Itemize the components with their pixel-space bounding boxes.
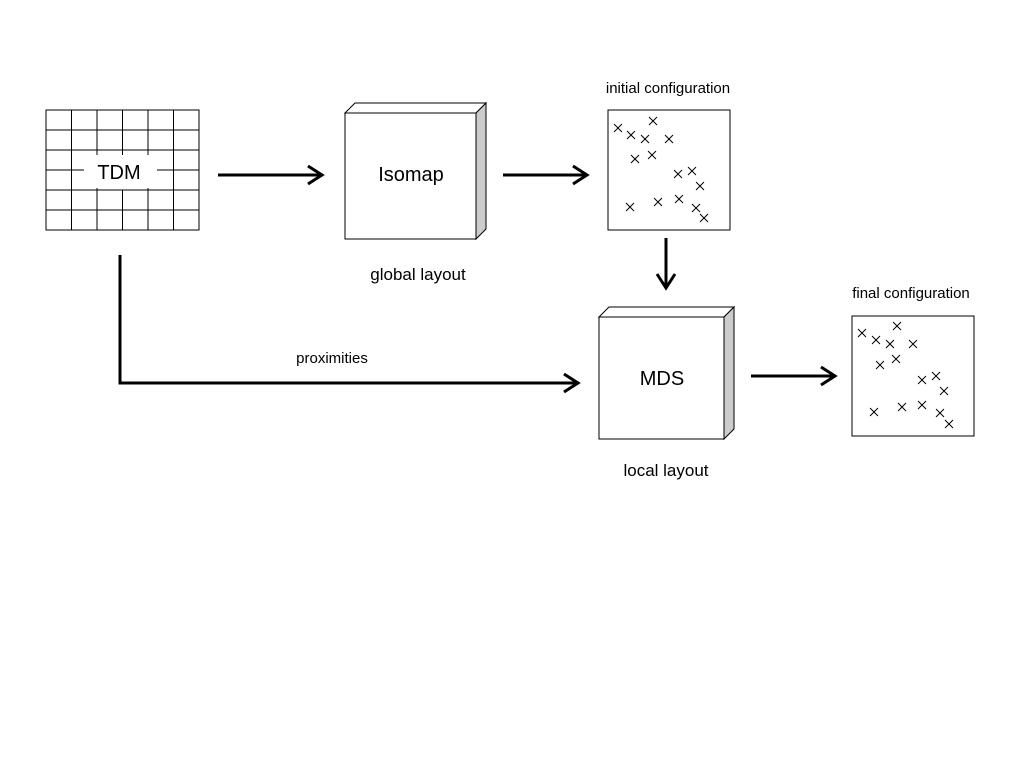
initial-configuration-point-marker	[687, 166, 697, 176]
final-configuration-point-marker	[931, 371, 941, 381]
final-configuration-border	[851, 315, 975, 437]
tdm-label: TDM	[97, 162, 140, 184]
initial-configuration-points	[613, 116, 709, 223]
final-configuration-point-marker	[935, 408, 945, 418]
final-configuration-point-marker	[875, 360, 885, 370]
final-configuration-point-marker	[939, 386, 949, 396]
initial-configuration-point-marker	[626, 130, 636, 140]
final-configuration-label: final configuration	[852, 285, 970, 302]
isomap-box: Isomap	[343, 101, 488, 241]
initial-configuration-point-marker	[648, 116, 658, 126]
tdm-label-backdrop	[86, 155, 154, 188]
final-configuration-point-marker	[857, 328, 867, 338]
final-configuration-panel	[851, 315, 975, 437]
initial-configuration-point-marker	[674, 194, 684, 204]
final-configuration-point-marker	[897, 402, 907, 412]
initial-configuration-border	[607, 109, 731, 231]
initial-configuration-panel	[607, 109, 731, 231]
initial-configuration-point-marker	[664, 134, 674, 144]
arrow-mds-to-final-configuration	[751, 365, 838, 387]
initial-configuration-point-marker	[613, 123, 623, 133]
arrow-isomap-to-initial-configuration	[503, 164, 590, 186]
final-configuration-point-marker	[917, 400, 927, 410]
final-configuration-point-marker	[892, 321, 902, 331]
final-configuration-points	[857, 321, 954, 429]
initial-configuration-point-marker	[653, 197, 663, 207]
final-configuration-point-marker	[871, 335, 881, 345]
final-configuration-point-marker	[891, 354, 901, 364]
initial-configuration-point-marker	[695, 181, 705, 191]
mds-box-top	[597, 306, 736, 318]
mds-label: MDS	[640, 368, 684, 390]
initial-configuration-label: initial configuration	[606, 80, 730, 97]
final-configuration-point-marker	[869, 407, 879, 417]
initial-configuration-point-marker	[630, 154, 640, 164]
arrow-initial-configuration-to-mds	[655, 238, 677, 291]
global-layout-label: global layout	[370, 265, 466, 284]
initial-configuration-point-marker	[625, 202, 635, 212]
tdm-grid-lines	[46, 110, 199, 230]
final-configuration-point-marker	[885, 339, 895, 349]
tdm-matrix: TDM	[45, 109, 200, 231]
final-configuration-point-marker	[944, 419, 954, 429]
initial-configuration-point-marker	[673, 169, 683, 179]
proximities-label: proximities	[296, 350, 368, 367]
isomap-label: Isomap	[378, 164, 444, 186]
initial-configuration-point-marker	[647, 150, 657, 160]
final-configuration-point-marker	[917, 375, 927, 385]
mds-box: MDS	[597, 305, 736, 441]
isomap-box-side	[475, 101, 487, 241]
initial-configuration-point-marker	[699, 213, 709, 223]
mds-box-side	[723, 305, 735, 441]
final-configuration-point-marker	[908, 339, 918, 349]
local-layout-label: local layout	[623, 461, 708, 480]
isomap-box-front	[344, 112, 477, 240]
isomap-box-top	[343, 102, 488, 114]
initial-configuration-point-marker	[691, 203, 701, 213]
initial-configuration-point-marker	[640, 134, 650, 144]
mds-box-front	[598, 316, 725, 440]
arrow-tdm-to-mds-proximities	[118, 255, 581, 394]
arrow-tdm-to-isomap	[218, 164, 325, 186]
